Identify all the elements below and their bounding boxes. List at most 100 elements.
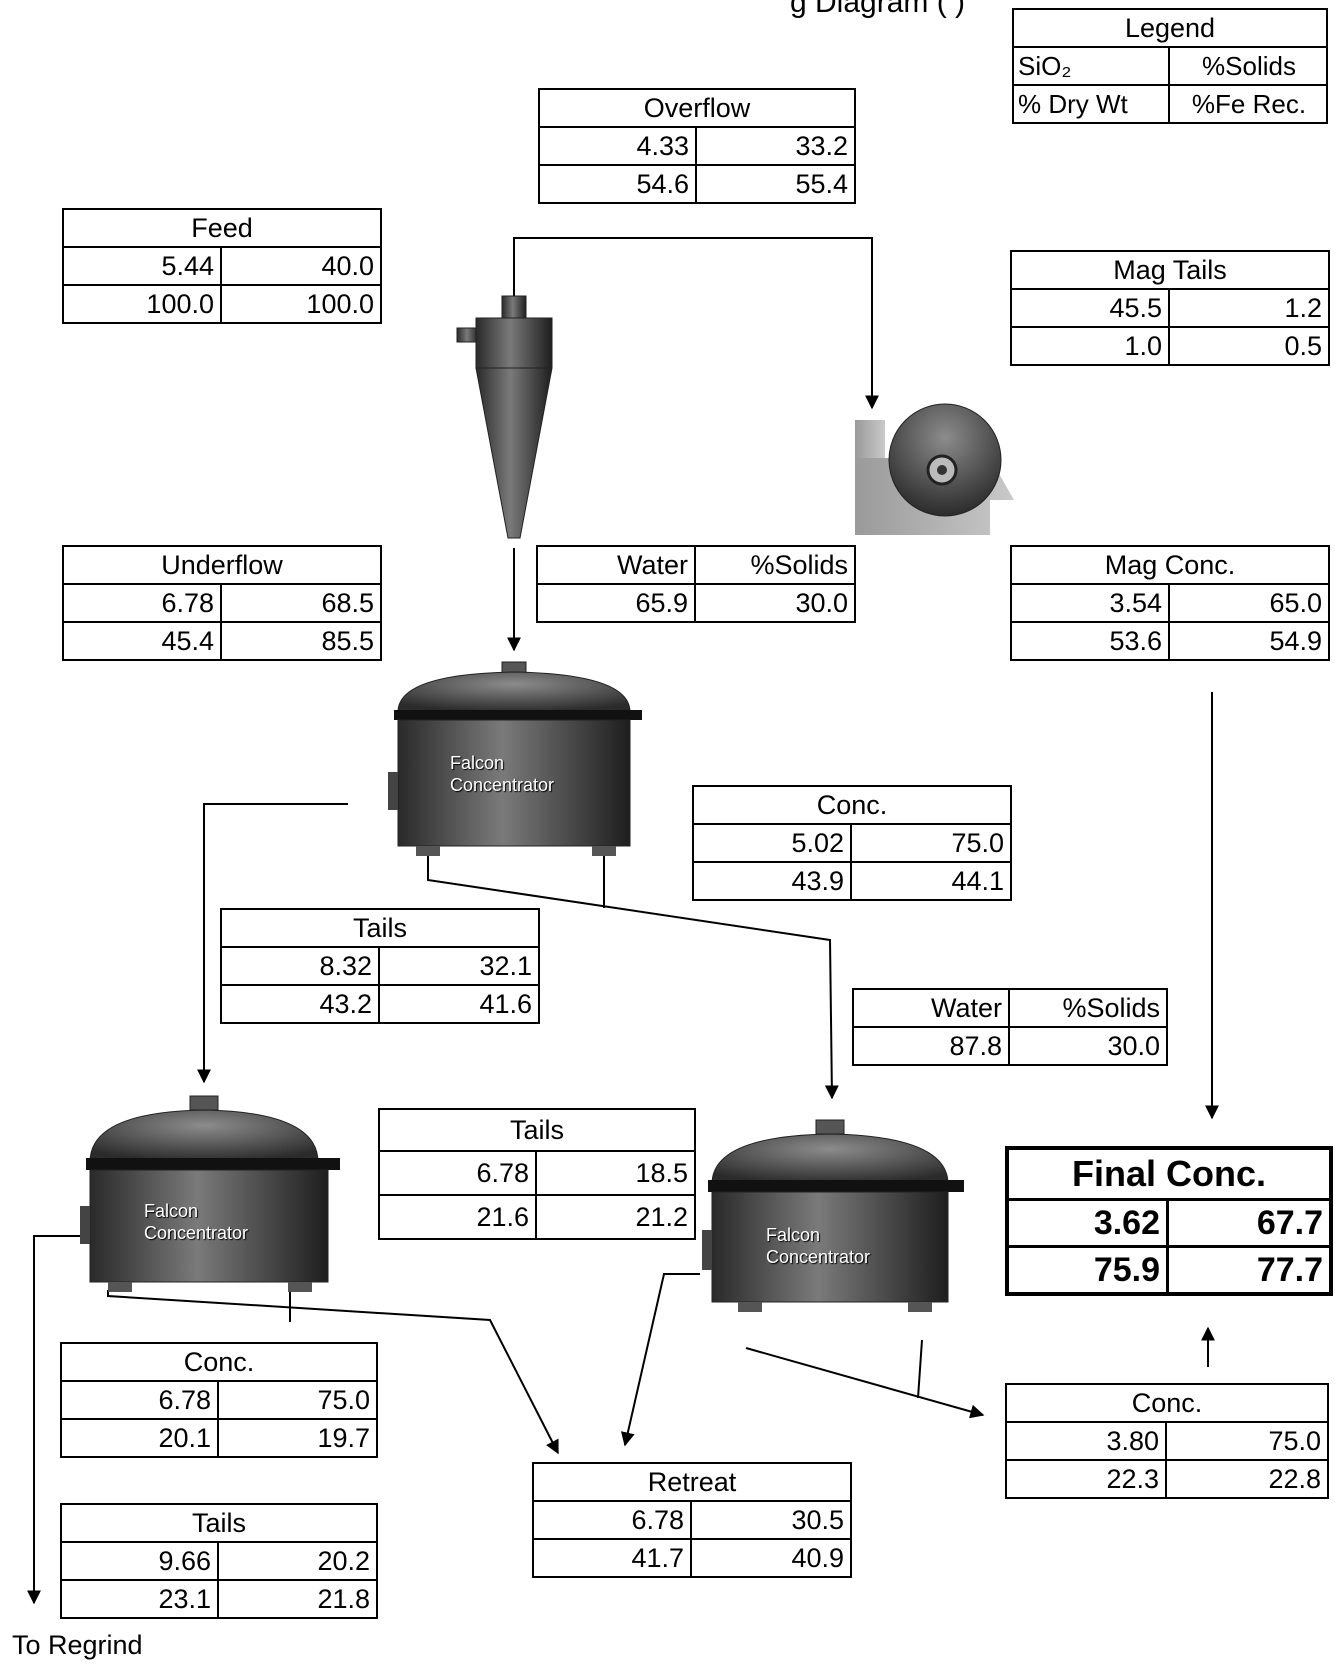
retreat-title: Retreat (534, 1464, 850, 1502)
cell: 41.7 (534, 1540, 692, 1576)
falcon2-label-bottom: Concentrator (144, 1222, 248, 1244)
cell: 100.0 (222, 286, 380, 322)
feed-table: Feed 5.44 40.0 100.0 100.0 (62, 208, 382, 324)
mag-tails-title: Mag Tails (1012, 252, 1328, 290)
cell: 4.33 (540, 128, 697, 166)
cell: 8.32 (222, 948, 380, 986)
conc-table-2: Conc. 6.78 75.0 20.1 19.7 (60, 1342, 378, 1458)
cell: 44.1 (852, 863, 1010, 899)
conc-table-3: Conc. 3.80 75.0 22.3 22.8 (1005, 1383, 1329, 1499)
to-regrind-label: To Regrind (12, 1630, 143, 1661)
cell: 30.0 (1010, 1028, 1166, 1064)
line-overflow-to-mag (514, 238, 872, 408)
legend-title: Legend (1014, 10, 1326, 48)
cell: 53.6 (1012, 623, 1170, 659)
magnetic-separator-icon (855, 404, 1014, 535)
tails-table-2: Tails 6.78 18.5 21.6 21.2 (378, 1108, 696, 1240)
tails3-title: Tails (62, 1505, 376, 1543)
retreat-table: Retreat 6.78 30.5 41.7 40.9 (532, 1462, 852, 1578)
feed-title: Feed (64, 210, 380, 248)
cell: 45.5 (1012, 290, 1170, 328)
cell: 75.0 (219, 1382, 376, 1420)
cell: %Solids (696, 547, 854, 585)
cell: 5.02 (694, 825, 852, 863)
mag-conc-title: Mag Conc. (1012, 547, 1328, 585)
cell: 21.2 (537, 1196, 694, 1238)
conc2-title: Conc. (62, 1344, 376, 1382)
cell: 21.8 (219, 1581, 376, 1617)
cell: 54.6 (540, 166, 697, 202)
cell: 19.7 (219, 1420, 376, 1456)
cell: 20.1 (62, 1420, 219, 1456)
cell: 22.8 (1167, 1461, 1327, 1497)
tails1-title: Tails (222, 910, 538, 948)
legend-fe-rec: %Fe Rec. (1170, 86, 1326, 122)
cell: 65.9 (538, 585, 696, 621)
cell: 5.44 (64, 248, 222, 286)
final-conc-table: Final Conc. 3.62 67.7 75.9 77.7 (1005, 1146, 1333, 1296)
falcon1-label-bottom: Concentrator (450, 774, 554, 796)
mag-tails-table: Mag Tails 45.5 1.2 1.0 0.5 (1010, 250, 1330, 366)
cell: 77.7 (1169, 1248, 1329, 1292)
cell: 75.0 (852, 825, 1010, 863)
line-falcon3-to-retreat (625, 1274, 700, 1445)
conc-table-1: Conc. 5.02 75.0 43.9 44.1 (692, 785, 1012, 901)
cell: 100.0 (64, 286, 222, 322)
cell: 21.6 (380, 1196, 537, 1238)
cell: 41.6 (380, 986, 538, 1022)
cell: 68.5 (222, 585, 380, 623)
cell: 54.9 (1170, 623, 1328, 659)
falcon3-label-bottom: Concentrator (766, 1246, 870, 1268)
tails2-title: Tails (380, 1110, 694, 1152)
cell: 40.0 (222, 248, 380, 286)
cell: 33.2 (697, 128, 854, 166)
legend-dry-wt: % Dry Wt (1014, 86, 1170, 122)
cell: 32.1 (380, 948, 538, 986)
cell: 23.1 (62, 1581, 219, 1617)
legend-solids: %Solids (1170, 48, 1326, 86)
falcon-concentrator-1-icon (388, 662, 642, 856)
falcon2-label-top: Falcon (144, 1200, 198, 1222)
cell: 18.5 (537, 1152, 694, 1196)
cell: 9.66 (62, 1543, 219, 1581)
cell: 6.78 (534, 1502, 692, 1540)
cell: %Solids (1010, 990, 1166, 1028)
cell: 3.80 (1007, 1423, 1167, 1461)
cell: 43.9 (694, 863, 852, 899)
cell: 75.9 (1009, 1248, 1169, 1292)
cell: Water (854, 990, 1010, 1028)
conc1-title: Conc. (694, 787, 1010, 825)
falcon-concentrator-3-icon (702, 1120, 964, 1312)
water-table-2: Water %Solids 87.8 30.0 (852, 988, 1168, 1066)
cell: 1.0 (1012, 328, 1170, 364)
cell: 75.0 (1167, 1423, 1327, 1461)
cell: Water (538, 547, 696, 585)
hydrocyclone-icon (457, 296, 552, 538)
underflow-title: Underflow (64, 547, 380, 585)
cell: 20.2 (219, 1543, 376, 1581)
overflow-title: Overflow (540, 90, 854, 128)
cell: 55.4 (697, 166, 854, 202)
cell: 30.5 (692, 1502, 850, 1540)
legend-sio2: SiO₂ (1014, 48, 1170, 86)
underflow-table: Underflow 6.78 68.5 45.4 85.5 (62, 545, 382, 661)
cell: 3.54 (1012, 585, 1170, 623)
cell: 43.2 (222, 986, 380, 1022)
cell: 87.8 (854, 1028, 1010, 1064)
cell: 85.5 (222, 623, 380, 659)
cell: 0.5 (1170, 328, 1328, 364)
tails-table-3: Tails 9.66 20.2 23.1 21.8 (60, 1503, 378, 1619)
cell: 6.78 (62, 1382, 219, 1420)
cell: 65.0 (1170, 585, 1328, 623)
cell: 1.2 (1170, 290, 1328, 328)
falcon1-label-top: Falcon (450, 752, 504, 774)
falcon3-label-top: Falcon (766, 1224, 820, 1246)
cell: 67.7 (1169, 1201, 1329, 1248)
legend-table: Legend SiO₂ %Solids % Dry Wt %Fe Rec. (1012, 8, 1328, 124)
cell: 45.4 (64, 623, 222, 659)
cell: 22.3 (1007, 1461, 1167, 1497)
cell: 6.78 (380, 1152, 537, 1196)
line-falcon3-to-conc3 (746, 1348, 983, 1415)
cell: 3.62 (1009, 1201, 1169, 1248)
